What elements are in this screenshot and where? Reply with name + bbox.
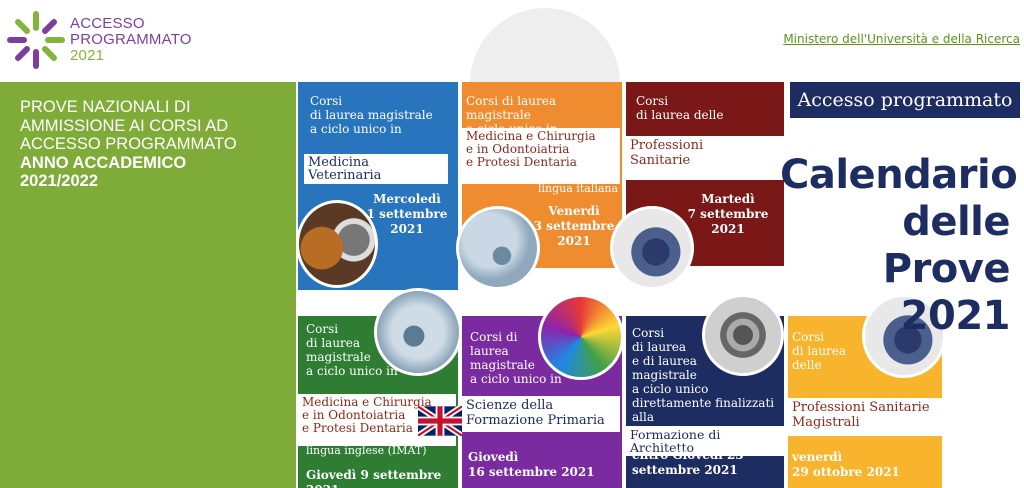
course-name: Medicina e Chirurgia	[466, 129, 596, 143]
course-name: e in Odontoiatria	[466, 142, 570, 156]
card-professioni-sanitarie[interactable]: Corsi di laurea delle Professioni Sanita…	[626, 82, 784, 266]
intro-title: PROVE NAZIONALI DI AMMISSIONE AI CORSI A…	[20, 98, 290, 191]
exam-date: 3 settembre	[533, 219, 615, 233]
exam-date: 1 settembre	[366, 207, 448, 221]
course-name: Professioni Sanitarie	[792, 400, 930, 415]
calendar-title: Calendario delle Prove 2021	[780, 152, 1018, 340]
painted-hands-photo	[538, 294, 624, 380]
exam-date: settembre 2021	[632, 463, 738, 477]
exam-day: entro Giovedì 23	[632, 448, 744, 462]
card-head: magistrale	[632, 368, 697, 382]
card-head: laurea	[470, 344, 509, 358]
course-name: Medicina e Chirurgia	[302, 395, 432, 409]
uk-flag-icon	[418, 406, 462, 436]
course-name: Magistrali	[792, 415, 860, 430]
exam-day: Giovedì	[468, 450, 519, 464]
card-head: di laurea	[306, 336, 361, 350]
card-head: Corsi	[636, 94, 669, 108]
course-name: e in Odontoiatria	[302, 408, 406, 422]
exam-day: Martedì	[701, 192, 755, 206]
exam-day: Venerdì	[548, 204, 600, 218]
exam-year: 2021	[711, 222, 745, 236]
logo-text: ACCESSO PROGRAMMATO 2021	[70, 16, 192, 64]
stethoscope-photo	[610, 206, 694, 290]
intro-line-1: PROVE NAZIONALI DI	[20, 98, 191, 116]
machine-part-photo	[702, 294, 784, 376]
course-name: e Protesi Dentaria	[466, 155, 577, 169]
course-name: Formazione Primaria	[466, 413, 605, 428]
intro-panel: PROVE NAZIONALI DI AMMISSIONE AI CORSI A…	[0, 82, 296, 488]
exam-date: 7 settembre	[687, 207, 769, 221]
logo[interactable]: ACCESSO PROGRAMMATO 2021	[6, 10, 206, 72]
card-head: magistrale	[306, 350, 371, 364]
course-name: Professioni	[630, 138, 704, 153]
logo-line-2: PROGRAMMATO	[70, 31, 192, 48]
course-name: Scienze della	[466, 398, 554, 413]
card-head: Corsi	[310, 94, 343, 108]
card-head: magistrale	[470, 358, 535, 372]
card-head: di laurea magistrale	[310, 108, 433, 122]
exam-day: Mercoledì	[373, 192, 441, 206]
course-name: Medicina Veterinaria	[304, 154, 448, 184]
course-name: Sanitarie	[630, 153, 691, 168]
course-language: lingua italiana	[538, 182, 619, 195]
exam-day: venerdì	[792, 450, 843, 464]
exam-date: 29 ottobre 2021	[792, 465, 900, 479]
card-medicina-veterinaria[interactable]: Corsi di laurea magistrale a ciclo unico…	[298, 82, 458, 290]
stethoscope-photo	[374, 288, 462, 376]
card-head: di laurea delle	[636, 108, 724, 122]
card-head: di laurea	[632, 340, 687, 354]
intro-line-5: 2021/2022	[20, 172, 98, 190]
pets-photo	[296, 200, 378, 288]
calendar-title-line-3: 2021	[900, 293, 1011, 339]
ministry-link[interactable]: Ministero dell'Università e della Ricerc…	[783, 32, 1020, 46]
calendar-title-line-2: delle Prove	[882, 199, 1011, 292]
logo-arrows-icon	[7, 11, 65, 69]
card-head: Corsi	[306, 322, 339, 336]
stethoscope-photo	[862, 294, 946, 378]
course-language: lingua inglese (IMAT)	[306, 444, 427, 457]
card-head: e di laurea	[632, 354, 697, 368]
exam-date: 16 settembre 2021	[468, 465, 595, 479]
exam-year: 2021	[390, 222, 424, 236]
card-head: Corsi	[632, 326, 665, 340]
course-name: e Protesi Dentaria	[302, 421, 413, 435]
card-head: a ciclo unico in	[306, 364, 398, 378]
logo-year: 2021	[70, 47, 105, 64]
intro-line-2: AMMISSIONE AI CORSI AD	[20, 116, 229, 135]
intro-line-4: ANNO ACCADEMICO	[20, 153, 187, 172]
card-head: a ciclo unico in	[310, 122, 402, 136]
logo-line-1: ACCESSO	[70, 15, 145, 32]
card-head: direttamente finalizzati alla	[632, 396, 775, 424]
card-head: delle	[792, 358, 822, 372]
card-head: Corsi di	[470, 330, 518, 344]
card-head: Corsi di laurea magistrale	[466, 94, 556, 122]
card-head: a ciclo unico	[632, 382, 709, 396]
course-name: Formazione di Architetto	[626, 426, 784, 456]
calendar-title-line-1: Calendario	[780, 152, 1018, 198]
exam-year: 2021	[557, 234, 591, 248]
card-head: Corsi	[792, 330, 825, 344]
card-professioni-sanitarie-magistrali[interactable]: Corsi di laurea delle Professioni Sanita…	[788, 316, 942, 488]
intro-line-3: ACCESSO PROGRAMMATO	[20, 135, 237, 153]
card-head: di laurea	[792, 344, 847, 358]
stethoscope-photo	[456, 206, 540, 290]
exam-date: Giovedì 9 settembre 2021	[306, 468, 442, 488]
card-head: a ciclo unico in	[470, 372, 562, 386]
accesso-programmato-banner: Accesso programmato	[790, 82, 1020, 118]
